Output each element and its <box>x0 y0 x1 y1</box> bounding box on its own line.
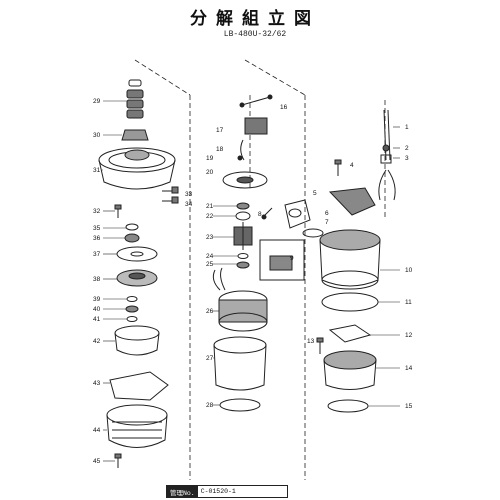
callout-2: 2 <box>405 145 409 152</box>
callout-21: 21 <box>206 203 214 210</box>
callout-4: 4 <box>350 162 354 169</box>
callout-44: 44 <box>93 427 101 434</box>
part-37-disk <box>116 246 158 262</box>
leader-lines <box>102 100 400 462</box>
part-28-o-ring <box>219 398 261 412</box>
part-27-motor-frame <box>213 336 267 391</box>
part-1-cable <box>378 109 396 201</box>
callout-15: 15 <box>405 403 413 410</box>
part-5-handle <box>328 187 376 216</box>
part-30-coupling <box>121 129 149 141</box>
part-16-cable-clamp <box>239 94 273 108</box>
part-41-nut <box>126 316 138 322</box>
callout-45: 45 <box>93 458 101 465</box>
part-21-washer <box>236 202 250 210</box>
callout-31: 31 <box>93 167 101 174</box>
part-10-motor-cover <box>319 229 381 290</box>
part-33-34-bolts <box>162 186 179 204</box>
part-31-upper-casing <box>98 147 176 190</box>
drawing-title: 分解組立図 <box>190 9 320 29</box>
callout-19: 19 <box>206 155 214 162</box>
part-26-stator <box>212 267 268 332</box>
part-43-plate <box>109 371 169 401</box>
part-11-o-ring <box>321 292 379 312</box>
callout-12: 12 <box>405 332 413 339</box>
callout-7: 7 <box>325 219 329 226</box>
part-29-nut-stack <box>126 79 144 119</box>
callout-8: 8 <box>258 211 262 218</box>
callout-1: 1 <box>405 124 409 131</box>
callout-42: 42 <box>93 338 101 345</box>
part-2-bushing <box>382 144 390 152</box>
callout-23: 23 <box>206 234 214 241</box>
callout-13: 13 <box>307 338 315 345</box>
part-6-outlet-elbow <box>284 199 311 229</box>
part-38-impeller <box>116 269 158 287</box>
callout-35: 35 <box>93 225 101 232</box>
part-32-bolt <box>114 204 122 218</box>
part-18-lead-wire <box>240 139 245 161</box>
part-25-bearing <box>236 261 250 269</box>
part-7-gasket <box>302 228 324 238</box>
callout-25: 25 <box>206 261 214 268</box>
model-number: LB-480U-32/62 <box>223 30 287 39</box>
callout-22: 22 <box>206 213 214 220</box>
callout-43: 43 <box>93 380 101 387</box>
callout-6: 6 <box>325 210 329 217</box>
part-44-strainer <box>106 404 168 448</box>
part-40-washer <box>125 305 139 313</box>
callout-30: 30 <box>93 132 101 139</box>
callout-36: 36 <box>93 235 101 242</box>
callout-38: 38 <box>93 276 101 283</box>
callout-26: 26 <box>206 308 214 315</box>
callout-9: 9 <box>290 255 294 262</box>
callout-29: 29 <box>93 98 101 105</box>
callout-28: 28 <box>206 402 214 409</box>
callout-40: 40 <box>93 306 101 313</box>
part-24-washer <box>237 253 249 259</box>
management-number-label: 管理No. <box>167 486 198 497</box>
callout-33: 33 <box>185 191 193 198</box>
part-15-o-ring <box>327 399 369 413</box>
callout-3: 3 <box>405 155 409 162</box>
callout-37: 37 <box>93 251 101 258</box>
callout-16: 16 <box>280 104 288 111</box>
part-12-plate <box>328 324 372 343</box>
callout-11: 11 <box>405 299 412 306</box>
callout-5: 5 <box>313 190 317 197</box>
callout-34: 34 <box>185 201 193 208</box>
callout-17: 17 <box>216 127 224 134</box>
part-23-rotor <box>233 222 253 250</box>
part-14-pump-casing <box>323 350 377 390</box>
part-17-capacitor <box>244 117 268 135</box>
part-3-cable-gland <box>380 154 392 164</box>
part-8-bolt <box>261 207 273 220</box>
part-39-washer <box>126 296 138 302</box>
callout-labels: 1 2 3 4 5 6 7 8 9 10 11 12 13 14 15 16 1… <box>93 98 413 465</box>
callout-10: 10 <box>405 267 413 274</box>
part-20-bearing-housing <box>222 171 268 189</box>
assembly-guide-lines <box>134 59 386 480</box>
callout-41: 41 <box>93 316 101 323</box>
part-4-bolt <box>334 159 342 176</box>
callout-18: 18 <box>216 146 224 153</box>
callout-32: 32 <box>93 208 101 215</box>
part-9-mechanical-seal <box>259 239 305 281</box>
part-45-bolt <box>114 453 122 468</box>
part-13-bolt <box>316 337 324 354</box>
callout-24: 24 <box>206 253 214 260</box>
part-36-nut <box>124 233 140 243</box>
management-number-value: C-01520-1 <box>200 488 236 495</box>
part-42-ring <box>114 325 160 356</box>
management-number-box: 管理No. C-01520-1 <box>166 485 288 498</box>
callout-14: 14 <box>405 365 413 372</box>
part-22-bearing <box>235 211 251 221</box>
part-35-washer <box>125 223 139 231</box>
callout-39: 39 <box>93 296 101 303</box>
callout-27: 27 <box>206 355 214 362</box>
callout-20: 20 <box>206 169 214 176</box>
part-19-screw <box>237 155 243 161</box>
